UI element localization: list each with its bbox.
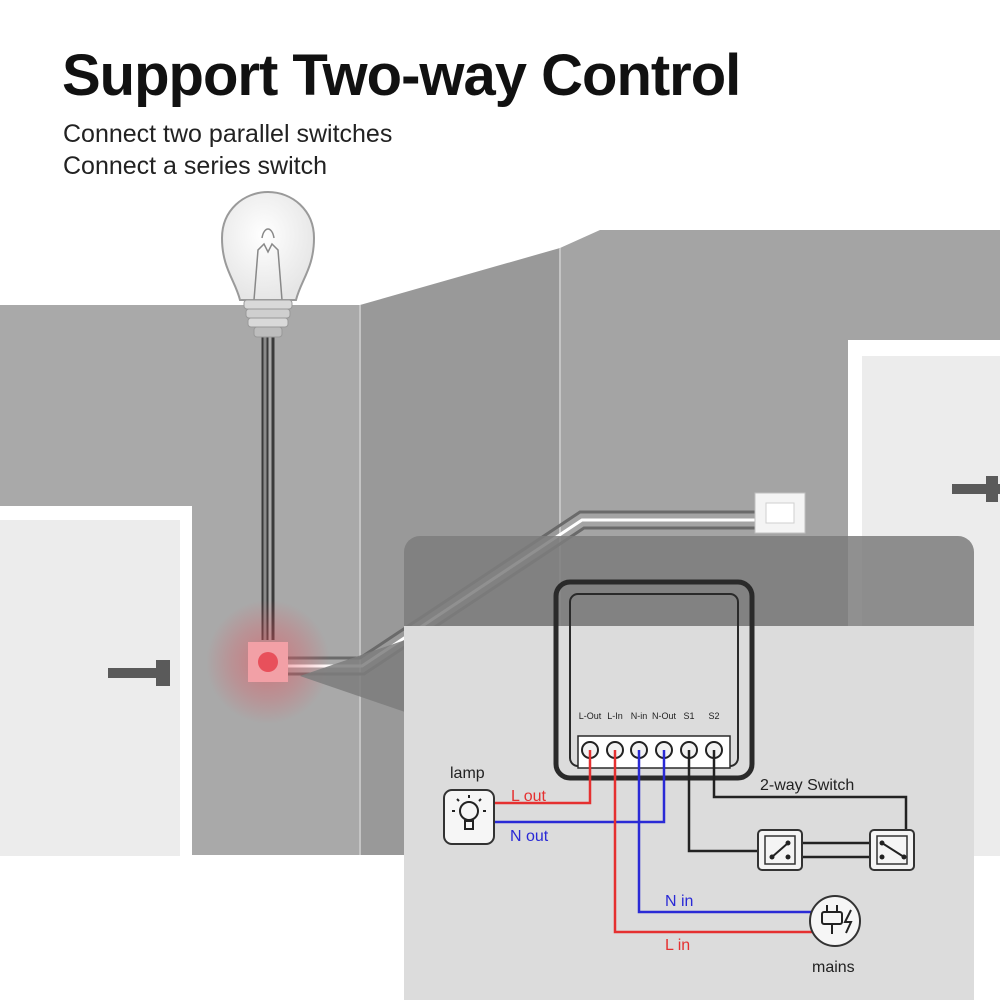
terminal-label-n-in: N-in [631,711,648,721]
callout-pointer [300,640,405,712]
subtitle-series-switch: Connect a series switch [63,152,328,180]
l-out-label: L out [511,788,547,805]
terminal-label-n-out: N-Out [652,711,677,721]
two-way-switch-left-icon [757,829,803,871]
ceiling-wire [261,335,275,640]
mains-label: mains [812,959,855,976]
right-door-handle [952,484,1000,494]
n-in-wire [637,750,812,914]
two-way-switch-label: 2-way Switch [760,777,854,794]
left-door-handle [108,668,166,678]
two-way-switch-right-icon [869,829,915,871]
wall-switch [754,492,806,534]
n-out-wire [493,750,666,824]
light-bulb-icon [220,190,316,338]
lamp-label: lamp [450,765,485,782]
terminal-label-s2: S2 [708,711,719,721]
n-in-label: N in [665,893,693,910]
terminal-label-l-out: L-Out [579,711,602,721]
circuit-wires [493,750,908,934]
subtitle-parallel-switches: Connect two parallel switches [63,120,393,148]
n-out-label: N out [510,828,549,845]
lamp-icon [443,789,495,845]
l-in-wire [613,750,812,934]
s2-wire [712,750,908,846]
s1-wire [687,750,770,853]
left-door [0,506,192,856]
terminal-label-s1: S1 [683,711,694,721]
highlighted-junction-box [206,600,330,724]
mains-plug-icon [809,895,861,947]
l-in-label: L in [665,937,690,954]
terminal-label-l-in: L-In [607,711,623,721]
l-out-wire [493,750,592,805]
page-title: Support Two-way Control [62,43,741,108]
